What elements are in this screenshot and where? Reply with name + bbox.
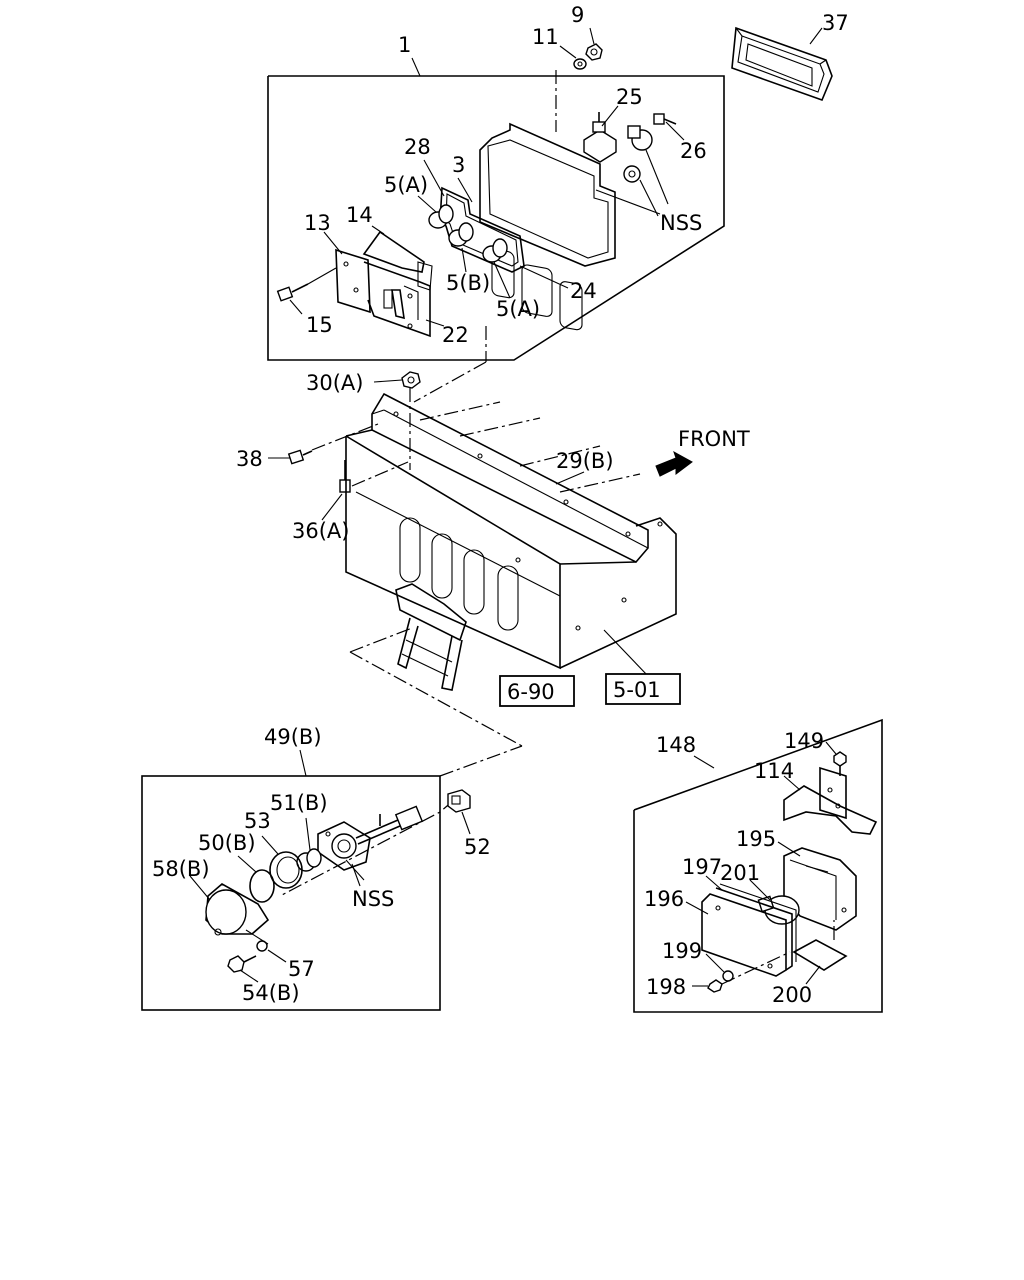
connector-pair [623,125,653,183]
bottom-right-frame [633,718,883,1013]
bulb-51b [296,848,322,872]
lamp-cover-58b [205,883,270,936]
ref-6-90-text: 6-90 [507,680,555,704]
step-bracket [349,583,523,747]
screw-15 [276,267,337,302]
label-52: 52 [464,835,491,859]
screw-149 [833,751,847,776]
connector-52 [447,789,471,813]
top-assembly-frame [267,57,725,403]
label-nss-top: NSS [660,211,702,235]
nut-30a [401,371,421,470]
bulb-5a-bottom [482,238,508,263]
label-196: 196 [644,887,684,911]
label-24: 24 [570,279,597,303]
label-49b: 49(B) [264,725,322,749]
label-15: 15 [306,313,333,337]
label-13: 13 [304,211,331,235]
label-30a: 30(A) [306,371,363,395]
front-label: FRONT [678,427,750,451]
label-50b: 50(B) [198,831,256,855]
label-53: 53 [244,809,271,833]
reference-box-5-01: 5-01 [605,673,681,705]
part-37 [731,26,833,102]
label-5a-top: 5(A) [384,173,428,197]
arrow-right-icon [655,450,693,477]
label-5a-bottom: 5(A) [496,297,540,321]
front-indicator: FRONT [655,427,750,477]
label-26: 26 [680,139,707,163]
bolt-38 [287,423,379,465]
bracket-114 [783,766,878,835]
bulb-5b [448,222,474,247]
label-9: 9 [571,3,584,27]
nut-9 [585,43,603,61]
leader-lines [189,27,837,987]
label-197: 197 [682,855,722,879]
label-37: 37 [822,11,849,35]
reference-box-6-90: 6-90 [499,675,575,707]
label-54b: 54(B) [242,981,300,1005]
label-11: 11 [532,25,559,49]
label-57: 57 [288,957,315,981]
screw-54b [227,955,257,973]
label-148: 148 [656,733,696,757]
label-51b: 51(B) [270,791,328,815]
switch-25 [583,112,617,163]
plate-200 [792,920,848,971]
label-200: 200 [772,983,812,1007]
label-114: 114 [754,759,794,783]
bolt-36a [339,460,409,493]
part-labels: 1 9 11 37 25 26 28 3 5(A) NSS 14 13 5(B)… [152,3,849,1007]
lens-frame [439,186,525,273]
lamp-base-with-harness [317,805,424,871]
ref-5-01-text: 5-01 [613,678,661,702]
label-1: 1 [398,33,411,57]
label-28: 28 [404,135,431,159]
label-22: 22 [442,323,469,347]
washer-11 [573,58,587,70]
label-199: 199 [662,939,702,963]
label-58b: 58(B) [152,857,210,881]
label-201: 201 [720,861,760,885]
angle-bracket-29b [371,392,649,563]
label-29b: 29(B) [556,449,614,473]
plate-14 [362,230,433,291]
screw-198 [707,979,723,993]
label-149: 149 [784,729,824,753]
screw-26 [653,113,677,125]
label-5b: 5(B) [446,271,490,295]
label-198: 198 [646,975,686,999]
gasket-53 [269,851,303,889]
washer-57 [256,940,268,952]
label-36a: 36(A) [292,519,349,543]
label-3: 3 [452,153,465,177]
label-195: 195 [736,827,776,851]
bulb-5a-top [428,204,454,229]
bracket-13-22 [335,248,431,338]
label-25: 25 [616,85,643,109]
lens-50b [249,869,275,903]
label-14: 14 [346,203,373,227]
label-nss-bottom: NSS [352,887,394,911]
lens-196-gasket-197 [701,883,797,977]
label-38: 38 [236,447,263,471]
bumper-box [345,401,677,670]
